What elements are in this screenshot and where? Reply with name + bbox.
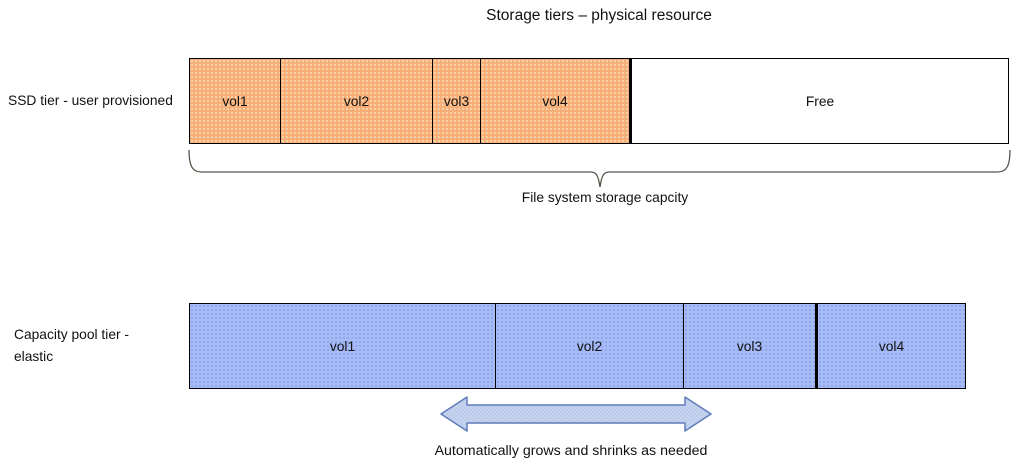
pool-segment-vol3: vol3 [684,304,818,388]
segment-label: vol1 [329,338,356,354]
segment-label: vol3 [736,338,763,354]
ssd-segment-vol4: vol4 [481,59,632,143]
ssd-segment-vol1: vol1 [190,59,281,143]
segment-label: vol1 [222,93,248,109]
segment-label: Free [805,93,835,109]
pool-segment-vol4: vol4 [818,304,965,388]
ssd-segment-vol3: vol3 [433,59,481,143]
ssd-segment-free: Free [632,59,1008,143]
pool-segment-vol2: vol2 [496,304,684,388]
ssd-tier-bar: vol1 vol2 vol3 vol4 Free [189,58,1009,144]
arrow-caption: Automatically grows and shrinks as neede… [434,443,708,459]
diagram-title: Storage tiers – physical resource [486,7,712,24]
segment-label: vol4 [878,338,905,354]
ssd-segment-vol2: vol2 [281,59,433,143]
curly-brace [188,149,1011,188]
capacity-pool-label-line2: elastic [14,348,54,364]
file-system-capacity-label: File system storage capcity [521,190,689,205]
segment-label: vol2 [576,338,603,354]
segment-label: vol3 [443,93,470,109]
capacity-pool-label-line1: Capacity pool tier - [14,327,130,343]
capacity-pool-bar: vol1 vol2 vol3 vol4 [189,303,966,389]
double-headed-horizontal-arrow-icon [440,396,712,432]
capacity-pool-tier-label: Capacity pool tier - elastic [14,303,184,388]
segment-label: vol2 [343,93,370,109]
segment-label: vol4 [542,93,568,109]
ssd-tier-label: SSD tier - user provisioned [8,58,186,143]
pool-segment-vol1: vol1 [190,304,496,388]
ssd-tier-label-text: SSD tier - user provisioned [8,93,173,108]
